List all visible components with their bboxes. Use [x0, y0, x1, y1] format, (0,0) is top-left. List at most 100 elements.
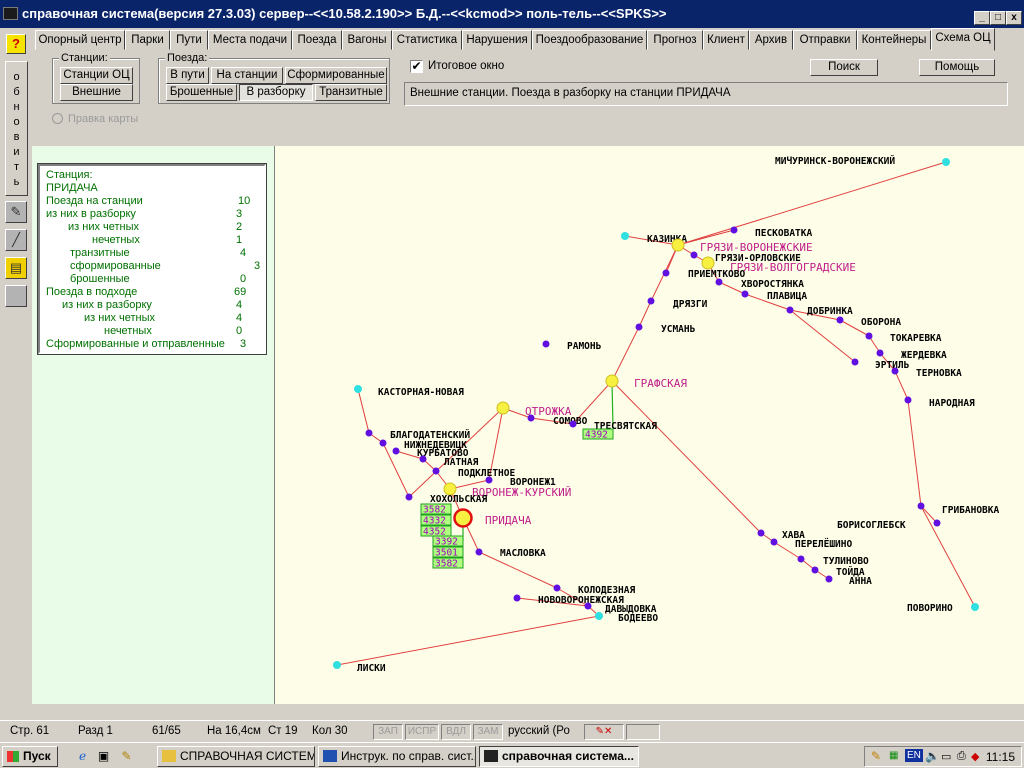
tab-parki[interactable]: Парки: [125, 30, 170, 50]
lang-indicator[interactable]: EN: [905, 749, 923, 762]
search-button[interactable]: Поиск: [810, 59, 878, 76]
station-gryazi_vor[interactable]: ГРЯЗИ-ВОРОНЕЖСКИЕ: [671, 238, 813, 254]
sb-rec[interactable]: ЗАП: [373, 724, 403, 740]
pen-icon[interactable]: ✎: [5, 201, 27, 223]
station-liski[interactable]: ЛИСКИ: [333, 661, 386, 674]
line-tool-icon[interactable]: ╱: [5, 229, 27, 251]
train-box[interactable]: 3501: [432, 546, 464, 559]
tab-otpravki[interactable]: Отправки: [793, 30, 857, 50]
tab-narusheniya[interactable]: Нарушения: [462, 30, 532, 50]
tray-pen-icon[interactable]: ✎: [871, 749, 882, 763]
abandoned-button[interactable]: Брошенные: [166, 84, 237, 101]
train-box[interactable]: 3582: [432, 557, 464, 570]
maximize-button[interactable]: □: [990, 11, 1006, 25]
disassembly-button[interactable]: В разборку: [239, 84, 313, 101]
start-button[interactable]: Пуск: [2, 746, 58, 767]
station-plavitsa[interactable]: ПЛАВИЦА: [741, 290, 808, 303]
tab-puti[interactable]: Пути: [170, 30, 208, 50]
tab-poezdoobrazovanie[interactable]: Поездообразование: [532, 30, 647, 50]
station-usman[interactable]: УСМАНЬ: [635, 323, 696, 336]
station-ertil[interactable]: ЭРТИЛЬ: [851, 358, 910, 372]
refresh-button[interactable]: о б н о в и т ь: [5, 61, 28, 196]
sb-ovr[interactable]: ЗАМ: [473, 724, 503, 740]
station-oborona[interactable]: ОБОРОНА: [836, 316, 902, 329]
station-ternovka[interactable]: ТЕРНОВКА: [891, 367, 963, 380]
tray-alert-icon[interactable]: ◆: [971, 751, 980, 763]
quicklaunch-pen-icon[interactable]: ✎: [121, 749, 132, 763]
tab-opornyi-centr[interactable]: Опорный центр: [35, 30, 125, 50]
map-edit-radio[interactable]: [52, 113, 63, 124]
station-voronezh1[interactable]: ВОРОНЕЖ1: [485, 476, 557, 489]
tab-skhema-oc[interactable]: Схема ОЦ: [931, 28, 995, 51]
station-grafskaya[interactable]: ГРАФСКАЯ: [605, 374, 687, 390]
station-podkletnoe[interactable]: ПОДКЛЕТНОЕ: [432, 467, 516, 480]
station-kazinka[interactable]: КАЗИНКА: [621, 232, 687, 245]
layers-icon[interactable]: ▤: [5, 257, 27, 279]
station-otrozhka[interactable]: ОТРОЖКА: [496, 401, 572, 418]
station-khokholskaya[interactable]: ХОХОЛЬСКАЯ: [405, 493, 488, 506]
formed-button[interactable]: Сформированные: [285, 67, 387, 84]
blank-tool-icon[interactable]: [5, 285, 27, 307]
station-toyda[interactable]: ТОЙДА: [811, 566, 865, 578]
tab-klient[interactable]: Клиент: [703, 30, 749, 50]
help-icon[interactable]: ?: [6, 34, 26, 54]
station-somovo[interactable]: СОМОВО: [527, 414, 588, 428]
station-pridacha[interactable]: ПРИДАЧА: [453, 508, 532, 528]
tab-poezda[interactable]: Поезда: [292, 30, 342, 50]
station-dobrinka[interactable]: ДОБРИНКА: [786, 306, 854, 317]
on-way-button[interactable]: В пути: [166, 67, 209, 84]
tray-network-icon[interactable]: ▦: [889, 750, 899, 761]
help-button[interactable]: Помощь: [919, 59, 995, 76]
station-davydovka[interactable]: ДАВЫДОВКА: [584, 602, 657, 616]
station-tokarevka[interactable]: ТОКАРЕВКА: [865, 332, 942, 345]
station-khvorostyanka[interactable]: ХВОРОСТЯНКА: [715, 278, 805, 291]
station-pereleshino[interactable]: ПЕРЕЛЁШИНО: [770, 538, 853, 551]
volume-icon[interactable]: 🔈: [925, 749, 940, 763]
external-stations-button[interactable]: Внешние: [60, 84, 133, 101]
station-gryazi_volg[interactable]: ГРЯЗИ-ВОЛГОГРАДСКИЕ: [701, 256, 856, 274]
tab-mesta-podachi[interactable]: Места подачи: [208, 30, 292, 50]
station-novovoronezhskaya[interactable]: НОВОВОРОНЕЖСКАЯ: [513, 594, 625, 607]
minimize-button[interactable]: _: [974, 11, 990, 25]
stations-oc-button[interactable]: Станции ОЦ: [60, 67, 133, 84]
tab-konteinery[interactable]: Контейнеры: [857, 30, 931, 50]
station-kastornaya[interactable]: КАСТОРНАЯ-НОВАЯ: [354, 385, 464, 398]
station-gryazi_orl[interactable]: ГРЯЗИ-ОРЛОВСКИЕ: [690, 251, 802, 265]
station-borisoglebsk[interactable]: БОРИСОГЛЕБСК: [837, 519, 941, 532]
sb-fix[interactable]: ИСПР: [405, 724, 439, 740]
final-window-checkbox[interactable]: ✔: [410, 59, 423, 73]
station-latnaya[interactable]: ЛАТНАЯ: [419, 455, 479, 469]
station-michurinsk[interactable]: МИЧУРИНСК-ВОРОНЕЖСКИЙ: [775, 155, 950, 167]
station-tulinovo[interactable]: ТУЛИНОВО: [797, 555, 870, 568]
station-bodeevo[interactable]: БОДЕЕВО: [595, 612, 658, 624]
station-zherdevka[interactable]: ЖЕРДЕВКА: [876, 349, 948, 362]
station-nizhnedevitsk[interactable]: НИЖНЕДЕВИЦК: [379, 439, 468, 452]
station-gribanovka[interactable]: ГРИБАНОВКА: [917, 502, 1000, 517]
station-prientkovo[interactable]: ПРИЕМТКОВО: [662, 269, 746, 280]
station-peskovatka[interactable]: ПЕСКОВАТКА: [730, 226, 813, 240]
sb-ext[interactable]: ВДЛ: [441, 724, 471, 740]
station-kolodeznaya[interactable]: КОЛОДЕЗНАЯ: [553, 584, 636, 597]
train-box[interactable]: 4332: [420, 514, 452, 527]
train-box[interactable]: 4392: [582, 428, 614, 441]
station-voronezh_kursky[interactable]: ВОРОНЕЖ-КУРСКИЙ: [443, 482, 571, 499]
station-ramon[interactable]: РАМОНЬ: [542, 340, 602, 353]
notepad-icon[interactable]: ▣: [97, 749, 110, 763]
train-box[interactable]: 3582: [420, 503, 452, 516]
station-anna[interactable]: АННА: [825, 575, 873, 588]
station-kurbatovo[interactable]: КУРБАТОВО: [392, 447, 469, 460]
transit-button[interactable]: Транзитные: [315, 84, 387, 101]
railway-map-svg[interactable]: МИЧУРИНСК-ВОРОНЕЖСКИЙКАЗИНКАПЕСКОВАТКАГР…: [275, 146, 1024, 704]
tray-monitor-icon[interactable]: ▭: [941, 751, 952, 763]
tab-prognoz[interactable]: Прогноз: [647, 30, 703, 50]
tab-arkhiv[interactable]: Архив: [749, 30, 793, 50]
task-spravochnaya-active[interactable]: справочная система...: [479, 746, 639, 767]
tab-statistika[interactable]: Статистика: [392, 30, 462, 50]
station-tresvyatskaya[interactable]: ТРЕСВЯТСКАЯ: [569, 420, 658, 433]
at-station-button[interactable]: На станции: [211, 67, 283, 84]
station-dryazgi[interactable]: ДРЯЗГИ: [647, 297, 708, 311]
train-box[interactable]: 3392: [432, 535, 464, 548]
spellcheck-icon[interactable]: ✎✕: [584, 724, 624, 740]
ie-icon[interactable]: ℯ: [78, 749, 87, 763]
